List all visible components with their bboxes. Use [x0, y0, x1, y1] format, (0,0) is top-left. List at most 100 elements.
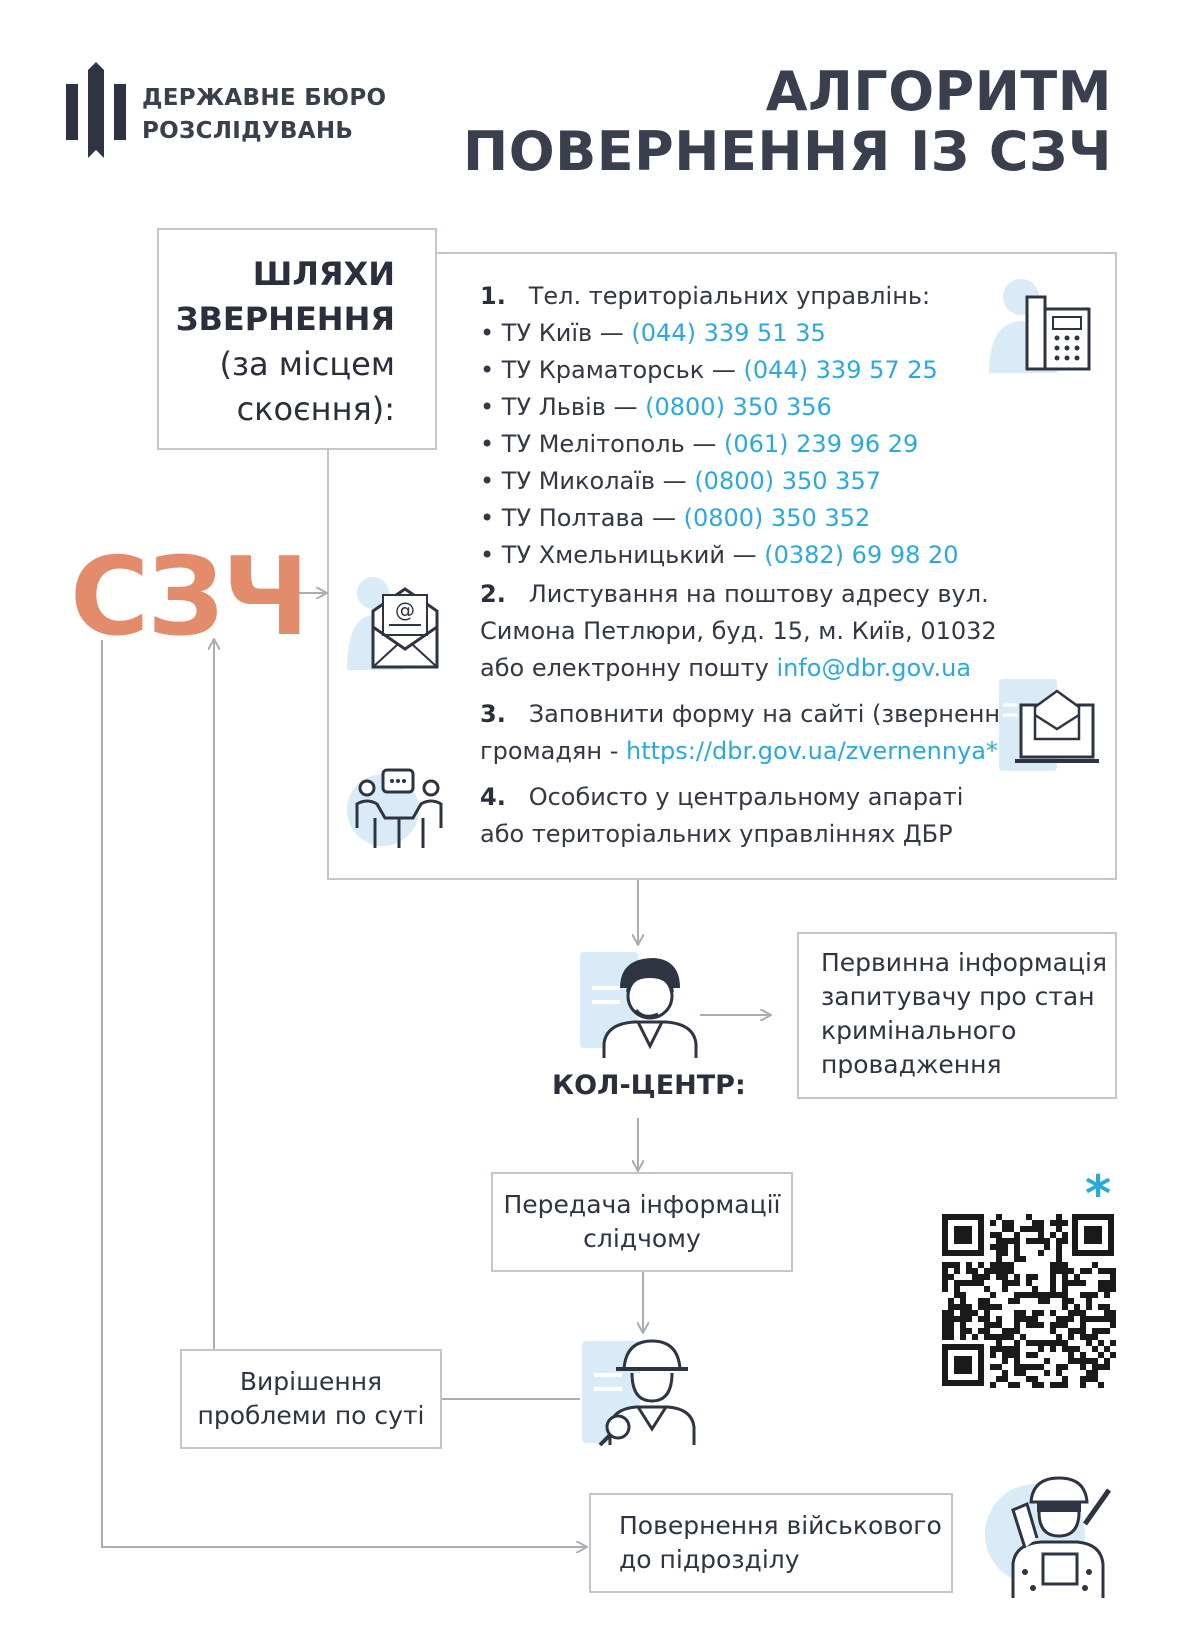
- qr-module: [990, 1364, 996, 1370]
- qr-module: [1002, 1286, 1008, 1292]
- qr-module: [1032, 1238, 1038, 1244]
- office-phone[interactable]: (0382) 69 98 20: [764, 541, 959, 569]
- office-phone[interactable]: (0800) 350 352: [683, 504, 871, 532]
- qr-module: [942, 1280, 948, 1286]
- qr-module: [996, 1334, 1002, 1340]
- qr-module: [1014, 1316, 1020, 1322]
- qr-module: [1074, 1346, 1080, 1352]
- office-phone[interactable]: (044) 339 51 35: [631, 319, 826, 347]
- qr-module: [1062, 1268, 1068, 1274]
- qr-module: [1092, 1262, 1098, 1268]
- qr-module: [1050, 1310, 1056, 1316]
- qr-module: [1032, 1322, 1038, 1328]
- primary-info-line4: провадження: [821, 1050, 1002, 1079]
- qr-module: [1038, 1220, 1044, 1226]
- qr-module: [978, 1274, 984, 1280]
- qr-module: [1056, 1256, 1062, 1262]
- qr-module: [996, 1322, 1002, 1328]
- qr-module: [1014, 1352, 1020, 1358]
- qr-module: [942, 1316, 948, 1322]
- qr-module: [1014, 1232, 1020, 1238]
- email-link[interactable]: info@dbr.gov.ua: [776, 654, 972, 682]
- transfer-info-box: Передача інформації слідчому: [491, 1172, 793, 1272]
- qr-module: [1014, 1250, 1020, 1256]
- qr-module: [1074, 1310, 1080, 1316]
- qr-module: [990, 1244, 996, 1250]
- website-link[interactable]: https://dbr.gov.ua/zvernennya*: [625, 737, 998, 765]
- office-row-khmelnytskyi: • ТУ Хмельницький — (0382) 69 98 20: [480, 541, 959, 569]
- qr-module: [1068, 1358, 1074, 1364]
- qr-module: [1062, 1292, 1068, 1298]
- qr-module: [1014, 1280, 1020, 1286]
- item4-line1: 4. Особисто у центральному апараті: [480, 783, 963, 811]
- qr-module: [1002, 1226, 1008, 1232]
- qr-module: [990, 1220, 996, 1226]
- qr-module: [1104, 1304, 1110, 1310]
- ways-line1: ШЛЯХИ: [252, 255, 395, 293]
- qr-module: [990, 1352, 996, 1358]
- office-phone[interactable]: (0800) 350 357: [694, 467, 881, 495]
- office-phone[interactable]: (0800) 350 356: [645, 393, 832, 421]
- item3-line2: громадян - https://dbr.gov.ua/zvernennya…: [480, 737, 1007, 765]
- qr-module: [948, 1274, 954, 1280]
- qr-module: [954, 1292, 960, 1298]
- qr-module: [1110, 1268, 1116, 1274]
- qr-module: [1068, 1334, 1074, 1340]
- qr-module: [1098, 1304, 1104, 1310]
- qr-module: [1044, 1298, 1050, 1304]
- qr-module: [1002, 1280, 1008, 1286]
- qr-module: [1074, 1274, 1080, 1280]
- qr-module: [1056, 1382, 1062, 1388]
- office-phone[interactable]: (061) 239 96 29: [723, 430, 919, 458]
- qr-module: [1050, 1382, 1056, 1388]
- qr-module: [1032, 1382, 1038, 1388]
- qr-module: [966, 1328, 972, 1334]
- office-phone[interactable]: (044) 339 57 25: [743, 356, 938, 384]
- qr-module: [948, 1334, 954, 1340]
- qr-module: [966, 1262, 972, 1268]
- qr-module: [1092, 1370, 1098, 1376]
- svg-text:@: @: [395, 598, 415, 622]
- qr-module: [1056, 1244, 1062, 1250]
- qr-module: [1068, 1298, 1074, 1304]
- qr-module: [1098, 1286, 1104, 1292]
- qr-module: [1110, 1280, 1116, 1286]
- qr-module: [1080, 1358, 1086, 1364]
- qr-module: [942, 1322, 948, 1328]
- qr-code[interactable]: [940, 1212, 1116, 1388]
- laptop-mail-icon: [999, 679, 1099, 771]
- qr-module: [972, 1274, 978, 1280]
- qr-module: [996, 1238, 1002, 1244]
- qr-module: [996, 1364, 1002, 1370]
- transfer-line1: Передача інформації: [503, 1190, 781, 1219]
- qr-module: [1044, 1238, 1050, 1244]
- qr-module: [1032, 1292, 1038, 1298]
- qr-module: [1080, 1322, 1086, 1328]
- qr-module: [1002, 1370, 1008, 1376]
- qr-module: [1092, 1334, 1098, 1340]
- item3-number: 3.: [480, 700, 506, 728]
- qr-module: [948, 1322, 954, 1328]
- meeting-icon: [347, 768, 443, 848]
- qr-module: [1092, 1358, 1098, 1364]
- qr-module: [1062, 1340, 1068, 1346]
- qr-module: [1086, 1334, 1092, 1340]
- office-name: ТУ Мелітополь —: [501, 430, 724, 458]
- qr-module: [1098, 1316, 1104, 1322]
- qr-module: [1008, 1262, 1014, 1268]
- qr-module: [948, 1262, 954, 1268]
- qr-module: [1056, 1262, 1062, 1268]
- qr-module: [1002, 1262, 1008, 1268]
- qr-module: [1104, 1346, 1110, 1352]
- transfer-line2: слідчому: [583, 1224, 701, 1253]
- qr-module: [1062, 1322, 1068, 1328]
- qr-module: [1008, 1352, 1014, 1358]
- qr-module: [984, 1322, 990, 1328]
- item2-line2: Симона Петлюри, буд. 15, м. Київ, 01032: [480, 617, 997, 645]
- qr-module: [1026, 1316, 1032, 1322]
- qr-module: [1026, 1322, 1032, 1328]
- ways-line4: скоєння):: [236, 390, 395, 428]
- qr-module: [966, 1304, 972, 1310]
- qr-module: [1050, 1292, 1056, 1298]
